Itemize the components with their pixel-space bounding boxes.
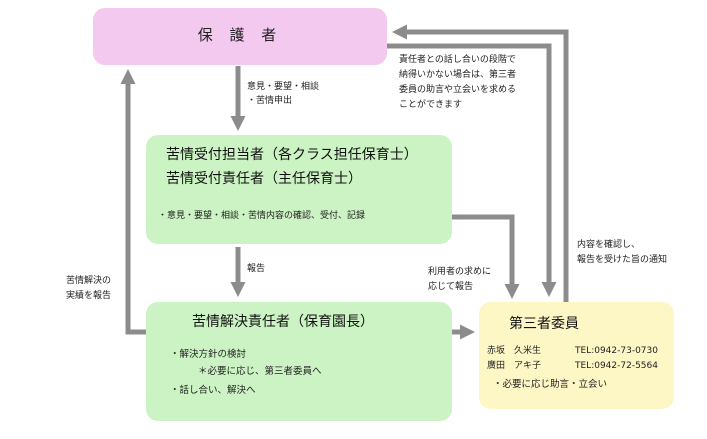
report-label: 報告 [247, 264, 266, 274]
opinion-label-line1: 意見・要望・相談 [247, 82, 320, 92]
resolution-title: 苦情解決責任者（保育園長） [192, 314, 374, 330]
committee-box: 第三者委員 赤坂 久米生 TEL:0942-73-0730 廣田 アキ子 TEL… [479, 302, 674, 409]
reception-title-line2: 苦情受付責任者（主任保育士） [166, 171, 362, 187]
committee-member-tel: TEL:0942-72-5564 [575, 361, 658, 371]
third-party-note-line3: 委員の助言や立会いを求める [399, 85, 517, 95]
resolution-report-label-line2: 実績を報告 [66, 291, 112, 301]
arrow-reception-to-committee [452, 214, 520, 299]
guardian-box: 保 護 者 [93, 8, 387, 65]
resolution-item-1: ・解決方針の検討 [170, 349, 247, 360]
reception-box: 苦情受付担当者（各クラス担任保育士） 苦情受付責任者（主任保育士） ・意見・要望… [146, 135, 452, 244]
opinion-label-line2: ・苦情申出 [247, 96, 293, 106]
reception-title-line1: 苦情受付担当者（各クラス担任保育士） [166, 147, 418, 163]
third-party-note-line4: ことができます [399, 100, 463, 110]
guardian-title: 保 護 者 [197, 26, 283, 44]
committee-role: ・必要に応じ助言・立会い [493, 379, 608, 390]
committee-member-name: 廣田 アキ子 [487, 361, 542, 371]
committee-member-name: 赤坂 久米生 [487, 346, 542, 356]
confirm-notice-label-line2: 報告を受けた旨の通知 [577, 255, 668, 265]
third-party-note-line1: 責任者との話し合いの段階で [399, 55, 516, 65]
user-request-label-line2: 応じて報告 [428, 282, 474, 292]
resolution-box: 苦情解決責任者（保育園長） ・解決方針の検討 ＊必要に応じ、第三者委員へ ・話し… [146, 302, 452, 421]
arrow-guardian-to-committee [387, 43, 557, 297]
third-party-note-line2: 納得いかない場合は、第三者 [399, 70, 517, 80]
resolution-report-label-line1: 苦情解決の [66, 276, 112, 286]
resolution-item-3: ・話し合い、解決へ [170, 385, 256, 396]
resolution-item-2: ＊必要に応じ、第三者委員へ [198, 366, 322, 377]
arrow-resolution-to-guardian [120, 69, 146, 335]
arrow-committee-to-guardian [392, 24, 569, 302]
committee-title: 第三者委員 [509, 316, 579, 332]
confirm-notice-label-line1: 内容を確認し、 [577, 240, 641, 250]
user-request-label-line1: 利用者の求めに [428, 267, 492, 277]
reception-task: ・意見・要望・相談・苦情内容の確認、受付、記録 [158, 211, 366, 221]
committee-member-tel: TEL:0942-73-0730 [575, 346, 658, 356]
